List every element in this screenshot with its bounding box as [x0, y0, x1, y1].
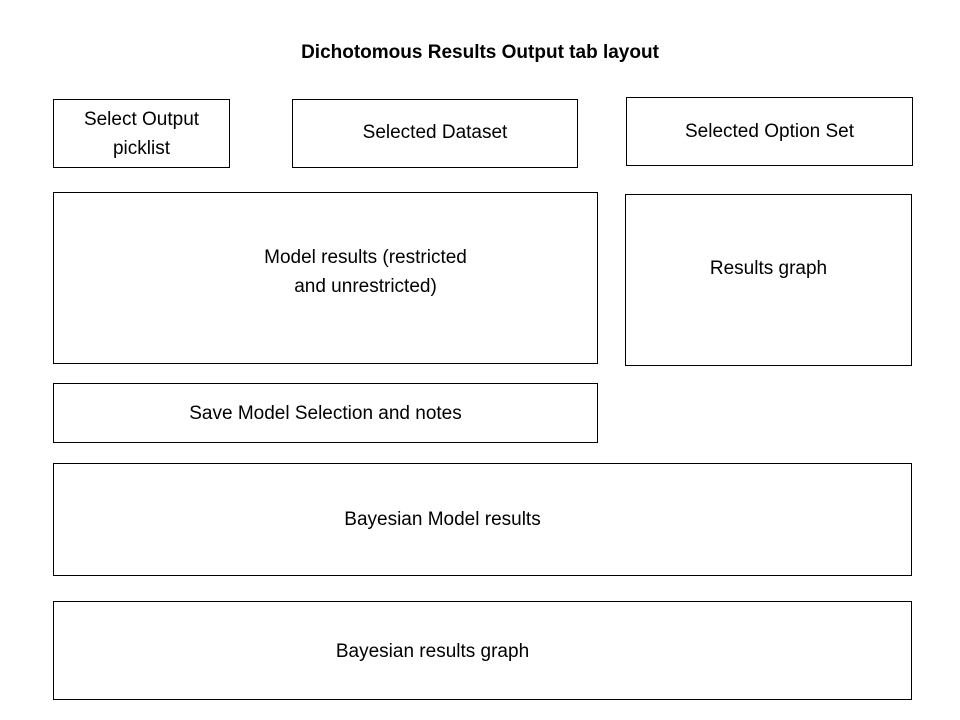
save-model-selection-box: Save Model Selection and notes [53, 383, 598, 443]
bayesian-model-results-label: Bayesian Model results [344, 509, 541, 530]
diagram-title: Dichotomous Results Output tab layout [301, 42, 659, 63]
model-results-label: Model results (restricted and unrestrict… [264, 247, 467, 297]
results-graph-box: Results graph [625, 194, 912, 366]
selected-dataset-box: Selected Dataset [292, 99, 578, 168]
selected-dataset-label: Selected Dataset [362, 122, 508, 143]
save-model-selection-label: Save Model Selection and notes [189, 402, 462, 424]
selected-option-set-label: Selected Option Set [685, 121, 854, 142]
bayesian-model-results-box: Bayesian Model results [53, 463, 912, 576]
selected-option-set-box: Selected Option Set [626, 97, 913, 166]
bayesian-results-graph-label: Bayesian results graph [335, 641, 530, 662]
results-graph-label: Results graph [709, 257, 828, 279]
select-output-picklist-box: Select Output picklist [53, 99, 230, 168]
bayesian-results-graph-box: Bayesian results graph [53, 601, 912, 700]
select-output-picklist-label: Select Output picklist [83, 108, 200, 159]
model-results-box: Model results (restricted and unrestrict… [53, 192, 598, 364]
